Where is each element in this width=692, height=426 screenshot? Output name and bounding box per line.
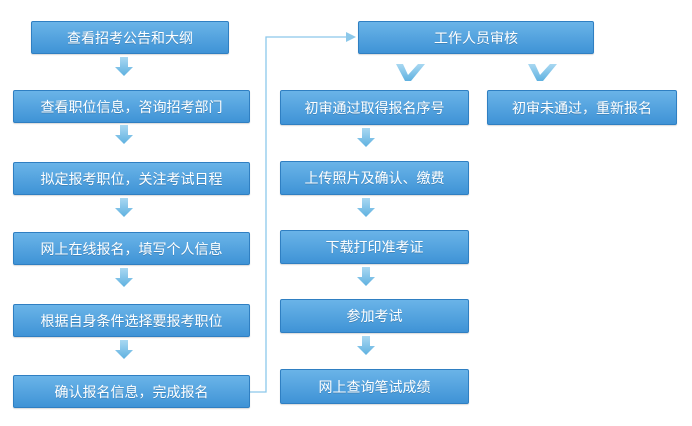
step-view-positions: 查看职位信息，咨询招考部门	[13, 90, 250, 123]
step-confirm-register: 确认报名信息，完成报名	[13, 375, 250, 408]
branch-arrow-left-icon	[396, 64, 425, 81]
right-arrows	[357, 128, 375, 355]
step-select-position: 根据自身条件选择要报考职位	[13, 304, 250, 337]
step-print-ticket: 下载打印准考证	[280, 230, 469, 264]
down-arrow-icon	[115, 57, 133, 76]
step-view-announcement: 查看招考公告和大纲	[31, 21, 229, 54]
connector-arrowhead-icon	[346, 32, 356, 42]
down-arrow-icon	[357, 267, 375, 286]
step-choose-position: 拟定报考职位，关注考试日程	[13, 162, 250, 195]
down-arrow-icon	[357, 198, 375, 217]
branch-arrows	[396, 64, 557, 81]
step-online-register: 网上在线报名，填写个人信息	[13, 232, 250, 265]
step-staff-review: 工作人员审核	[358, 21, 594, 54]
step-review-failed: 初审未通过，重新报名	[487, 90, 677, 125]
step-take-exam: 参加考试	[280, 299, 469, 333]
down-arrow-icon	[115, 268, 133, 287]
down-arrow-icon	[115, 340, 133, 359]
connector-line	[250, 36, 346, 393]
branch-arrow-right-icon	[528, 64, 557, 81]
left-arrows	[115, 57, 133, 359]
down-arrow-icon	[357, 336, 375, 355]
down-arrow-icon	[115, 125, 133, 144]
down-arrow-icon	[115, 198, 133, 217]
down-arrow-icon	[357, 128, 375, 147]
step-review-passed: 初审通过取得报名序号	[280, 90, 469, 125]
step-upload-pay: 上传照片及确认、缴费	[280, 161, 469, 195]
step-check-score: 网上查询笔试成绩	[280, 369, 469, 404]
